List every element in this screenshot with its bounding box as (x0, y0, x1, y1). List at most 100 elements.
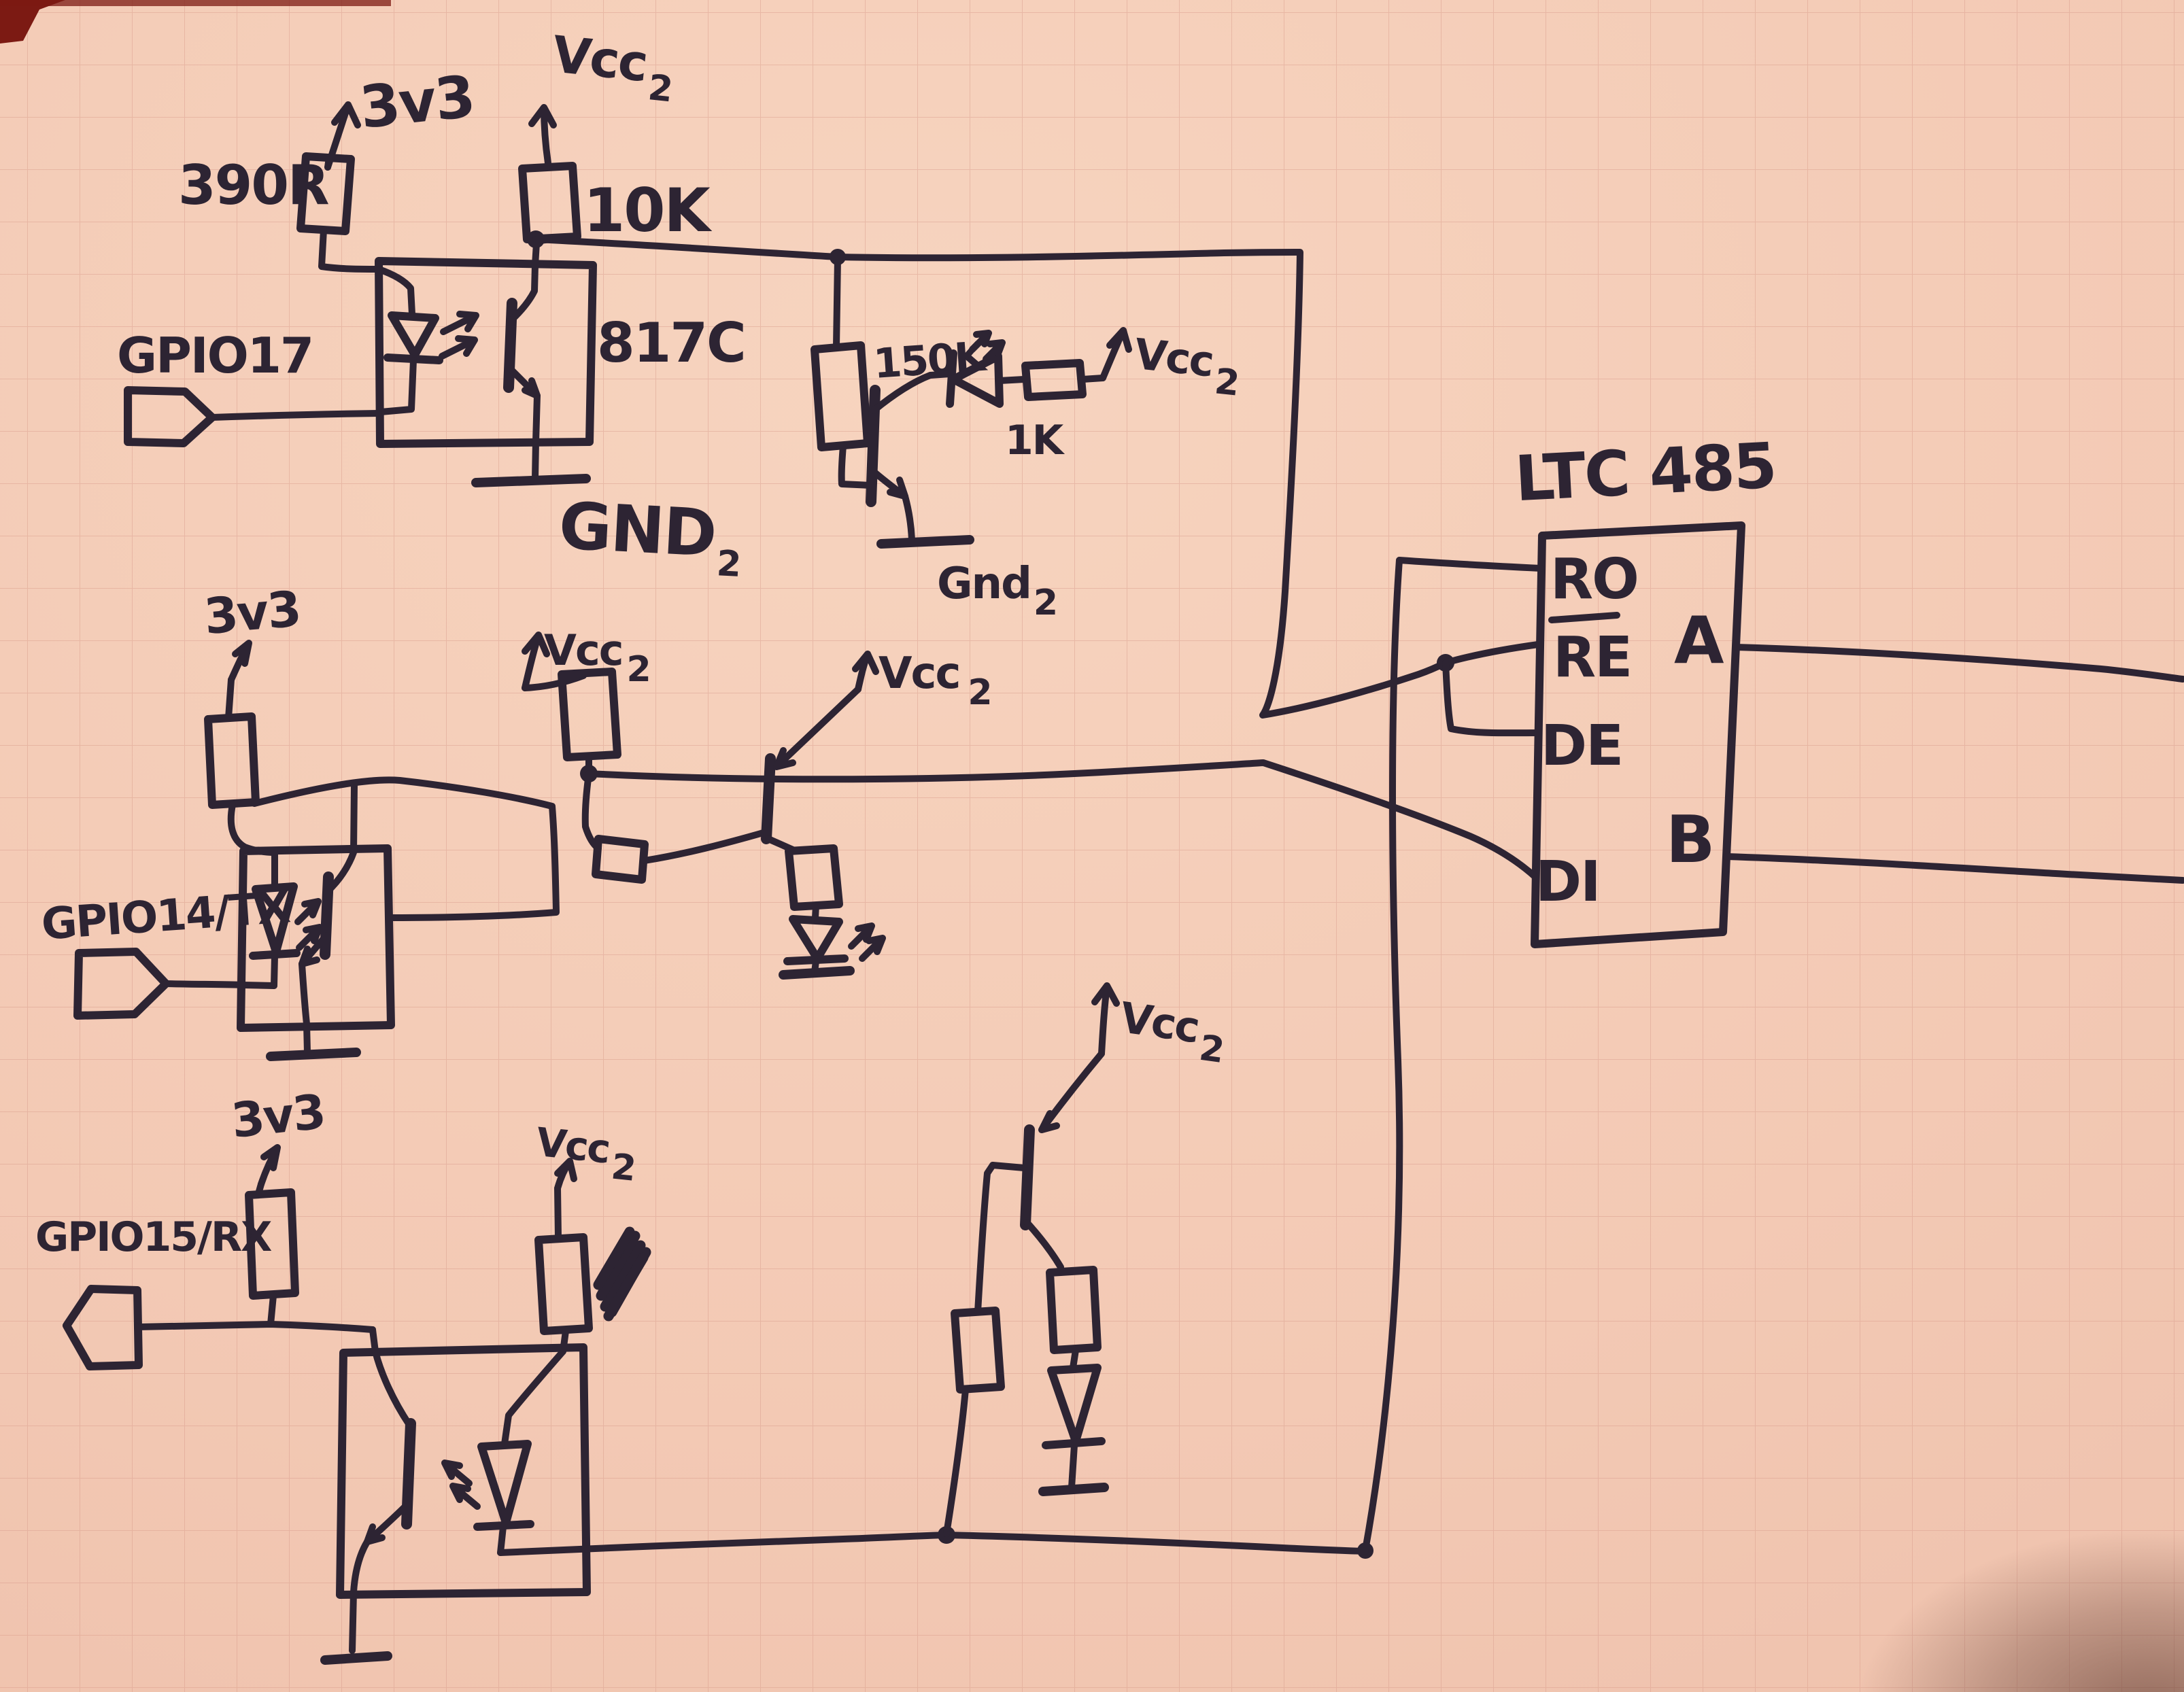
label-390r: 390R (178, 154, 328, 217)
label-vcc2-1k-main: Vcc (1132, 329, 1215, 387)
gnd2-bar-top (471, 474, 591, 487)
label-gnd2-top-main: GND (557, 489, 717, 572)
re-overline (1548, 612, 1620, 623)
opto3-led-anode-lead (501, 1348, 566, 1447)
pnp2-emitter-arrow (1038, 1050, 1105, 1133)
label-vcc2-bot-sub: 2 (609, 1146, 636, 1189)
label-vcc2-pnp1-sub: 2 (968, 672, 991, 713)
label-gpio15: GPIO15/RX (35, 1213, 272, 1261)
pnp1-emitter-arrow (773, 686, 861, 770)
pnp2-bar (1020, 1124, 1035, 1230)
pnp1-base-resistor (592, 835, 649, 884)
supply-arrow-vcc2-midleft (522, 632, 550, 691)
label-vcc2-1k: Vcc2 (1131, 329, 1243, 404)
pnp1-base-lead (641, 829, 769, 864)
resistor-vcc2-bot-lead-bottom (560, 1328, 569, 1355)
pnp1-collector-resistor (785, 844, 843, 911)
opto2-emitter-lead (298, 961, 311, 1056)
wire-b-line (1723, 853, 2184, 884)
gnd-bar-led-mid (779, 966, 855, 980)
section-gpio15-opto: 3v3 GPIO15/RX Vcc2 (35, 982, 1369, 1665)
gpio15-wire (134, 1321, 376, 1333)
resistor-vcc2-bot-body (534, 1233, 593, 1335)
diode1-arrow-2 (983, 339, 1006, 362)
npn-collector-lead (870, 370, 954, 414)
opto3-light-arrow-1 (441, 1460, 473, 1487)
label-gnd2-top-sub: 2 (715, 543, 740, 585)
pin-label-de: DE (1541, 714, 1622, 778)
vcc2-midleft-link (522, 672, 587, 691)
resistor-vcc2-mid-body (558, 668, 621, 761)
resistor-150k-lead-top (833, 255, 841, 350)
gpio15-connector (63, 1285, 143, 1370)
opto1-led-anode-lead (375, 266, 415, 317)
resistor-3v3-bot-body (245, 1188, 299, 1300)
gpio17-connector (124, 386, 216, 447)
opto1-collector-lead (507, 240, 540, 324)
label-vcc2-pnp2-sub: 2 (1197, 1028, 1225, 1071)
label-vcc2-pnp1-main: Vcc (878, 649, 959, 699)
resistor-3v3-bot-lead-bottom (267, 1292, 277, 1328)
gnd-bar-opto2 (266, 1048, 361, 1061)
label-vcc2-pnp2-main: Vcc (1117, 992, 1202, 1052)
supply-arrow-vcc2-pnp1 (852, 651, 879, 693)
supply-arrow-vcc2-1k (1099, 327, 1132, 381)
ic-ltc485: LTC 485 RO RE DE DI A B (1357, 429, 2184, 1559)
gnd-bar-opto3 (320, 1651, 392, 1665)
label-gnd2-top: GND2 (556, 489, 743, 585)
resistor-3v3-mid-lead-top (225, 676, 235, 721)
label-vcc2-midleft-main: Vcc (544, 625, 623, 675)
resistor-1k-body (1021, 359, 1087, 401)
resistor-1k-lead (1079, 375, 1106, 383)
label-vcc2-pnp2: Vcc2 (1115, 992, 1229, 1071)
section-gpio17-opto: 3v3 390R GND2 817C GPIO17 Vcc2 10K (117, 25, 1541, 737)
opto1-light-arrow-2 (439, 335, 478, 360)
npn-base-lead (838, 443, 875, 489)
led-mid-lead (812, 902, 819, 921)
label-vcc2-midleft-sub: 2 (627, 649, 650, 690)
label-150k: 150K (872, 332, 989, 388)
opto2-collector-lead (324, 782, 358, 895)
label-1k: 1K (1005, 417, 1065, 464)
pin-label-a: A (1674, 604, 1724, 678)
gpio14-connector (73, 948, 170, 1020)
opto2-light-arrow-2 (294, 898, 322, 925)
label-3v3-bot: 3v3 (228, 1084, 327, 1149)
supply-arrow-vcc2-pnp2 (1091, 982, 1120, 1057)
opto3-emitter-lead (349, 1538, 371, 1654)
label-gnd2-mid-sub: 2 (1034, 583, 1057, 623)
label-817c: 817C (597, 311, 745, 375)
pin-label-b: B (1666, 803, 1713, 878)
pin-label-ro: RO (1550, 547, 1638, 612)
pnp2-base-chain-lead-top (974, 1162, 996, 1315)
npn-emitter-lead (902, 493, 915, 543)
pin-label-re: RE (1553, 625, 1631, 690)
label-vcc2-1k-sub: 2 (1213, 361, 1240, 404)
diode3-triangle (1047, 1364, 1102, 1445)
resistor-390r-body (296, 152, 355, 235)
resistor-390r-lead-top (324, 154, 332, 171)
optocoupler2-box (237, 844, 395, 1032)
diode3-lead-top (1070, 1347, 1079, 1371)
label-ltc485: LTC 485 (1513, 429, 1777, 515)
opto1-emitter-lead (532, 392, 541, 482)
opto3-collector-lead (369, 1326, 413, 1428)
pnp1-base-branch (581, 770, 602, 852)
diode3-gnd-lead (1068, 1442, 1078, 1491)
led-mid-arrow-1 (848, 922, 875, 950)
pnp2-base-lead (989, 1162, 1027, 1171)
photo-corner-mark (0, 0, 65, 44)
wire-390r-to-opto (318, 226, 382, 273)
opto1-light-arrow-1 (440, 311, 479, 335)
opto2-led-triangle (252, 882, 298, 956)
led-mid-triangle (789, 915, 843, 963)
gnd2-bar-mid (876, 535, 974, 549)
opto1-led-cathode-lead (377, 357, 417, 415)
label-vcc2-top-sub: 2 (646, 67, 673, 110)
wire-to-de-pin (1442, 659, 1541, 737)
section-150k-driver: 150K 1K Vcc2 Gnd2 (811, 249, 1243, 623)
